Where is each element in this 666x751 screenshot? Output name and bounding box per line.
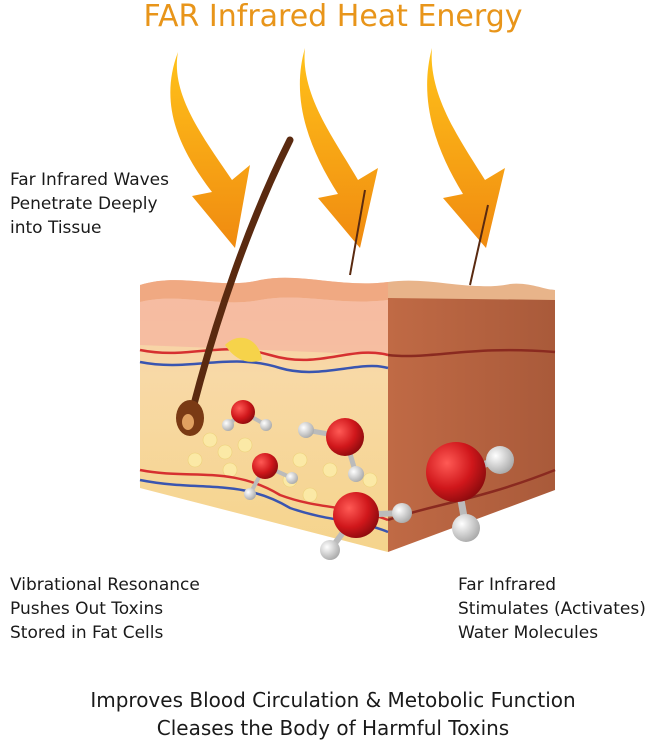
heat-arrow-icon <box>427 48 505 248</box>
note-far-infrared-waves: Far Infrared Waves Penetrate Deeply into… <box>10 168 169 240</box>
note-vibrational-resonance: Vibrational Resonance Pushes Out Toxins … <box>10 573 200 645</box>
water-molecule-icon <box>320 492 412 560</box>
water-molecule-icon <box>222 400 272 431</box>
note-line: Water Molecules <box>458 623 599 643</box>
note-line: Vibrational Resonance <box>10 575 200 595</box>
note-line: Far Infrared Waves <box>10 170 169 190</box>
water-molecule-icon <box>426 442 514 542</box>
note-line: into Tissue <box>10 218 102 238</box>
page-title: FAR Infrared Heat Energy <box>143 0 523 34</box>
note-line: Pushes Out Toxins <box>10 599 164 619</box>
footer-line: Cleases the Body of Harmful Toxins <box>156 716 510 740</box>
note-line: Far Infrared <box>458 575 557 595</box>
water-molecule-icon <box>298 418 364 482</box>
hair-follicle-icon <box>176 136 489 436</box>
note-line: Stimulates (Activates) <box>458 599 646 619</box>
note-line: Stored in Fat Cells <box>10 623 164 643</box>
heat-arrow-icon <box>170 52 250 248</box>
water-molecule-icon <box>244 453 298 500</box>
footer-line: Improves Blood Circulation & Metobolic F… <box>90 688 576 712</box>
footer-caption: Improves Blood Circulation & Metobolic F… <box>0 686 666 742</box>
heat-arrow-icon <box>299 48 378 248</box>
note-stimulates-water: Far Infrared Stimulates (Activates) Wate… <box>458 573 646 645</box>
note-line: Penetrate Deeply <box>10 194 158 214</box>
